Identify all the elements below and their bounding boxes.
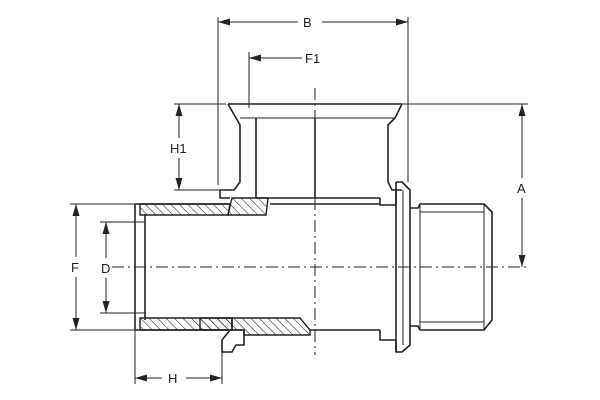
h1-label: H1	[170, 141, 187, 156]
b-arrow-right	[396, 18, 408, 26]
a-label: A	[517, 181, 526, 196]
h-arrow-right	[210, 374, 222, 382]
f-arrow-bottom	[72, 318, 80, 330]
hatch-top-wedge	[227, 197, 269, 216]
hatch-bottom-right	[231, 317, 311, 336]
b-arrow-left	[218, 18, 230, 26]
center-lines	[112, 88, 528, 355]
dimension-f1: F1	[248, 51, 320, 108]
dimension-h: H	[134, 330, 223, 386]
dimension-d: D	[100, 221, 145, 314]
threaded-end	[410, 203, 493, 331]
f1-arrow	[249, 54, 261, 62]
lower-lip	[221, 329, 245, 353]
d-arrow-bottom	[102, 301, 110, 313]
dimension-a: A	[402, 103, 528, 267]
dimension-h1: H1	[170, 103, 226, 191]
hatch-bottom-wedge	[199, 317, 233, 331]
right-flange	[395, 181, 411, 353]
f1-label: F1	[305, 51, 320, 66]
a-arrow-top	[518, 104, 526, 116]
dimension-f: F	[70, 203, 135, 331]
fitting-body	[134, 103, 493, 353]
a-arrow-bottom	[518, 255, 526, 267]
f-arrow-top	[72, 204, 80, 216]
d-arrow-top	[102, 222, 110, 234]
h-label: H	[168, 371, 177, 386]
h1-arrow-bottom	[175, 178, 183, 190]
dimension-b: B	[217, 15, 409, 185]
h1-arrow-top	[175, 104, 183, 116]
d-label: D	[101, 261, 110, 276]
hatched-sections	[139, 197, 311, 336]
hatch-top-left	[139, 203, 231, 216]
f-label: F	[71, 260, 79, 275]
b-label: B	[303, 15, 312, 30]
h-arrow-left	[135, 374, 147, 382]
